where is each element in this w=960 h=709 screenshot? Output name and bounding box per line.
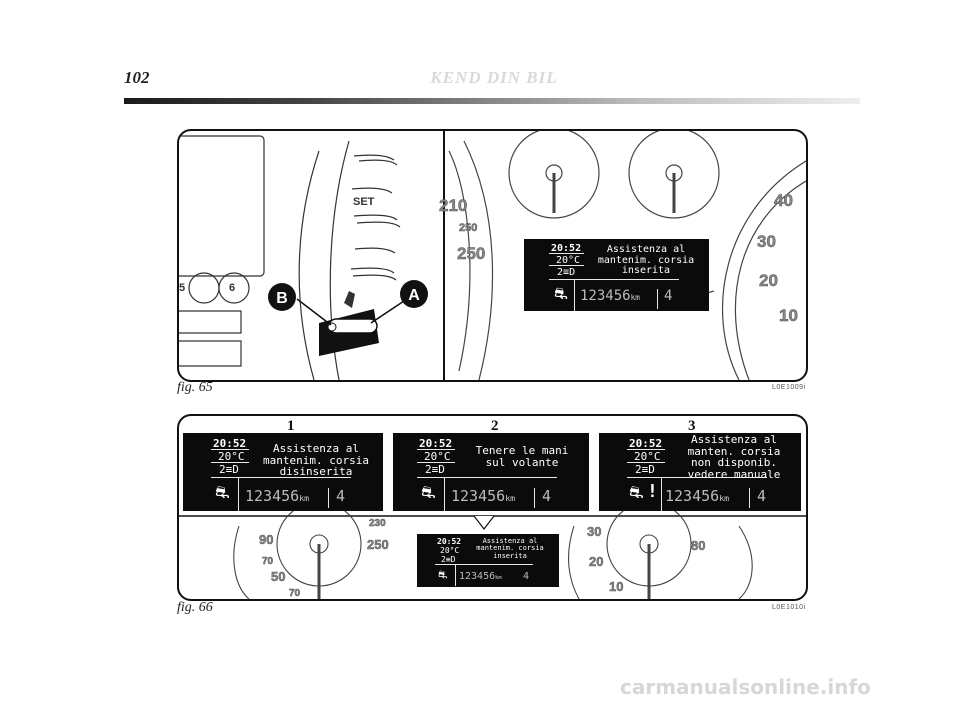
figure-65-caption: fig. 65	[177, 380, 213, 395]
lcd-odometer: 123456km	[451, 487, 516, 505]
gear-indicator-icon: ≡	[431, 463, 439, 476]
lcd-gear: 2≡D	[425, 463, 445, 476]
figure-65: B A SET 5 6 210 250 250 40 30 20 1	[177, 129, 808, 382]
lcd-odometer: 123456km	[245, 487, 310, 505]
lcd-gear: 2≡D	[557, 267, 576, 278]
lane-assist-icon: ⛐	[421, 483, 436, 503]
svg-text:20: 20	[589, 554, 603, 569]
page-header: 102 KEND DIN BIL	[124, 68, 864, 108]
header-rule	[124, 98, 860, 104]
gear-indicator-icon: ≡	[445, 555, 451, 564]
warning-exclamation-icon: !	[647, 481, 658, 502]
lcd-message: Assistenza al manten. corsia non disponi…	[687, 433, 781, 481]
lcd-trip: 4	[542, 487, 552, 505]
lane-assist-icon: ⛐	[554, 284, 568, 303]
lcd-panel-3: 20:52 20°C 2≡D Assistenza al manten. cor…	[599, 433, 801, 511]
lever-stalk	[319, 291, 379, 356]
svg-text:5: 5	[179, 282, 185, 294]
steering-column-illustration	[179, 131, 445, 380]
gear-indicator-icon: ≡	[225, 463, 233, 476]
lcd-odometer: 123456km	[580, 288, 640, 304]
callout-a: A	[370, 280, 428, 324]
lcd-trip: 4	[336, 487, 346, 505]
svg-text:30: 30	[757, 232, 776, 251]
lcd-temp: 20°C	[634, 450, 661, 463]
svg-text:6: 6	[229, 282, 235, 294]
svg-text:B: B	[276, 290, 288, 307]
lcd-message: Assistenza al mantenim. corsia inserita	[597, 244, 695, 276]
svg-text:A: A	[408, 287, 420, 304]
lcd-gear: 2≡D	[635, 463, 655, 476]
gear-indicator-icon: ≡	[563, 267, 570, 278]
svg-text:10: 10	[779, 306, 798, 325]
lcd-time: 20:52	[551, 243, 582, 254]
watermark: carmanualsonline.info	[620, 675, 871, 699]
lane-assist-icon: ⛐	[438, 568, 448, 581]
svg-text:250: 250	[457, 244, 485, 263]
set-label: SET	[353, 196, 375, 208]
callout-b: B	[268, 283, 332, 326]
svg-text:50: 50	[271, 569, 285, 584]
panel-number-2: 2	[491, 418, 499, 434]
svg-text:210: 210	[439, 196, 467, 215]
lcd-time: 20:52	[419, 437, 453, 450]
svg-text:250: 250	[367, 537, 389, 552]
lcd-display: 20:52 20°C 2≡D Assistenza al mantenim. c…	[524, 239, 709, 311]
svg-text:40: 40	[774, 191, 793, 210]
figure-65-drawing: B A SET 5 6 210 250 250 40 30 20 1	[179, 131, 806, 380]
lcd-panel-2: 20:52 20°C 2≡D Tenere le mani sul volant…	[393, 433, 589, 511]
svg-text:20: 20	[759, 271, 778, 290]
lcd-time: 20:52	[437, 537, 462, 546]
svg-text:30: 30	[587, 524, 601, 539]
figure-66-caption: fig. 66	[177, 600, 213, 615]
lane-assist-icon: ⛐	[215, 483, 230, 503]
panel-number-1: 1	[287, 418, 295, 434]
lcd-temp: 20°C	[440, 546, 460, 555]
svg-text:70: 70	[262, 556, 274, 567]
figure-65-code: L0E1009i	[772, 384, 806, 391]
svg-text:10: 10	[609, 579, 623, 594]
lcd-odometer: 123456km	[665, 487, 730, 505]
svg-text:250: 250	[459, 222, 477, 234]
lcd-odometer: 123456km	[459, 571, 502, 582]
lcd-panel-1: 20:52 20°C 2≡D Assistenza al mantenim. c…	[183, 433, 383, 511]
lcd-message: Assistenza al mantenim. corsia inserita	[476, 537, 544, 560]
lcd-trip: 4	[664, 288, 673, 304]
lcd-center-small: 20:52 20°C 2≡D Assistenza al mantenim. c…	[417, 534, 559, 587]
lcd-time: 20:52	[213, 437, 247, 450]
figure-66-code: L0E1010i	[772, 604, 806, 611]
lcd-trip: 4	[523, 571, 530, 582]
figure-66-drawing: 90 70 50 70 230 250 30 20 10 80	[179, 501, 806, 599]
svg-text:70: 70	[289, 588, 301, 599]
svg-text:90: 90	[259, 532, 273, 547]
lcd-message: Tenere le mani sul volante	[475, 444, 569, 469]
lcd-temp: 20°C	[218, 450, 245, 463]
lcd-gear: 2≡D	[219, 463, 239, 476]
page-title: KEND DIN BIL	[430, 68, 558, 87]
lcd-gear: 2≡D	[441, 555, 456, 564]
figure-66: 90 70 50 70 230 250 30 20 10 80 20:52 20…	[177, 414, 808, 601]
svg-text:230: 230	[369, 518, 386, 529]
lcd-temp: 20°C	[424, 450, 451, 463]
lcd-message: Assistenza al mantenim. corsia disinseri…	[263, 442, 369, 479]
lcd-temp: 20°C	[556, 255, 581, 266]
page-number: 102	[124, 68, 150, 87]
lcd-trip: 4	[757, 487, 767, 505]
panel-number-3: 3	[688, 418, 696, 434]
lcd-time: 20:52	[629, 437, 663, 450]
gear-indicator-icon: ≡	[641, 463, 649, 476]
svg-text:80: 80	[691, 538, 705, 553]
lane-assist-icon: ⛐	[629, 483, 644, 503]
